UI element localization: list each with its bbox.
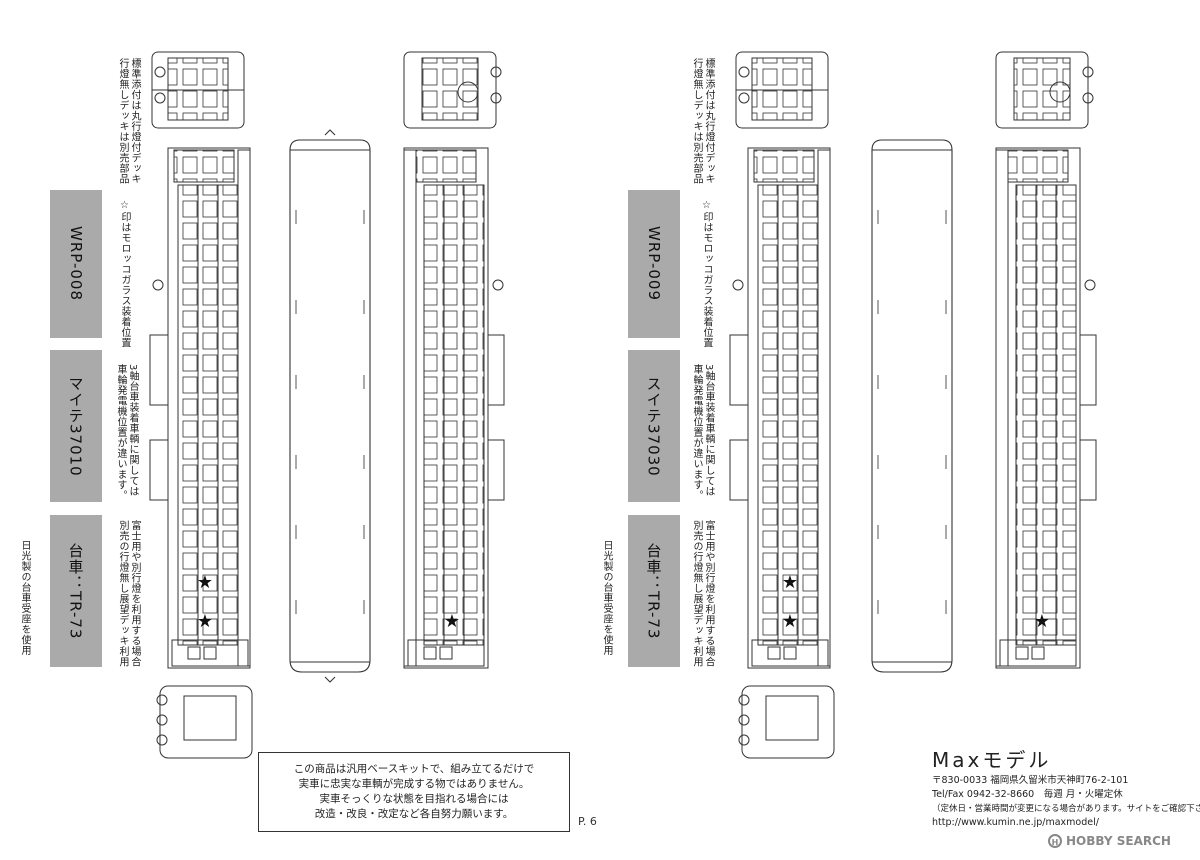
bogie-label-left: 台車：TR-73 <box>50 515 102 667</box>
note-3axle-left: 3軸台車装着車輌に関しては車輪発電機位置が違います。 <box>115 364 138 501</box>
model-code-label-right: WRP-009 <box>628 190 680 338</box>
hobby-search-text: HOBBY SEARCH <box>1066 834 1171 848</box>
notice-line: 改造・改良・改定など各自努力願います。 <box>314 808 514 820</box>
svg-text:★: ★ <box>197 611 213 632</box>
roof-vents-right <box>877 210 947 614</box>
maker-url[interactable]: http://www.kumin.ne.jp/maxmodel/ <box>932 817 1099 828</box>
note-3axle-right: 3軸台車装着車輌に関しては車輪発電機位置が違います。 <box>691 364 714 501</box>
note-standard-deck-right: 標準添付は丸行燈付デッキ行燈無しデッキは別売部品 <box>691 58 714 184</box>
note-nikko-left: 日光製の台車受座を使用 <box>19 540 30 656</box>
note-standard-deck-left: 標準添付は丸行燈付デッキ行燈無しデッキは別売部品 <box>117 58 140 184</box>
note-star-left: ☆印はモロッコガラス装着位置 <box>119 200 130 348</box>
note-nikko-right: 日光製の台車受座を使用 <box>601 540 612 656</box>
car-side-view-c-left: ★ <box>403 51 505 669</box>
page-number: P. 6 <box>578 815 597 828</box>
kit-notice-box: この商品は汎用ベースキットで、組み立てるだけで 実車に忠実な車輌が完成する物では… <box>258 752 570 832</box>
svg-text:★: ★ <box>782 572 798 593</box>
maker-tel: Tel/Fax 0942-32-8660 毎週 月・火曜定休 <box>932 789 1123 800</box>
maker-info: Maxモデル 〒830-0033 福岡県久留米市天神町76-2-101 Tel/… <box>932 748 1200 830</box>
maker-name: Maxモデル <box>932 748 1052 772</box>
maker-holiday-note: （定休日・営業時間が変更になる場合があります。サイトをご確認下さい） <box>932 804 1200 814</box>
car-name-label-right: スイテ37030 <box>628 350 680 502</box>
car-name-label-left: マイテ37010 <box>50 350 102 502</box>
car-side-view-c-right: ★ <box>995 51 1097 669</box>
car-side-view-a-right: ★ ★ <box>729 51 835 759</box>
model-code-label-left: WRP-008 <box>50 190 102 338</box>
svg-text:★: ★ <box>782 611 798 632</box>
svg-text:★: ★ <box>444 611 460 632</box>
hobby-search-logo-icon: H <box>1048 834 1062 848</box>
note-fuji-left: 富士用や別行燈を利用する場合別売の行燈無し展望デッキ利用 <box>117 520 140 667</box>
note-star-right: ☆印はモロッコガラス装着位置 <box>701 200 712 348</box>
notice-line: 実車に忠実な車輌が完成する物ではありません。 <box>298 778 530 790</box>
note-fuji-right: 富士用や別行燈を利用する場合別売の行燈無し展望デッキ利用 <box>691 520 714 667</box>
car-side-view-a-left: ★ ★ <box>149 51 253 759</box>
roof-vents-left <box>295 210 365 614</box>
notice-line: この商品は汎用ベースキットで、組み立てるだけで <box>293 763 535 775</box>
car-roof-view-right <box>871 139 953 673</box>
svg-text:★: ★ <box>1034 611 1050 632</box>
notice-line: 実車そっくりな状態を目指れる場合には <box>319 793 509 805</box>
hobby-search-watermark: H HOBBY SEARCH <box>1048 834 1171 848</box>
maker-address: 〒830-0033 福岡県久留米市天神町76-2-101 <box>932 775 1129 786</box>
svg-text:★: ★ <box>197 572 213 593</box>
bogie-label-right: 台車：TR-73 <box>628 515 680 667</box>
car-roof-view-left <box>289 129 371 683</box>
